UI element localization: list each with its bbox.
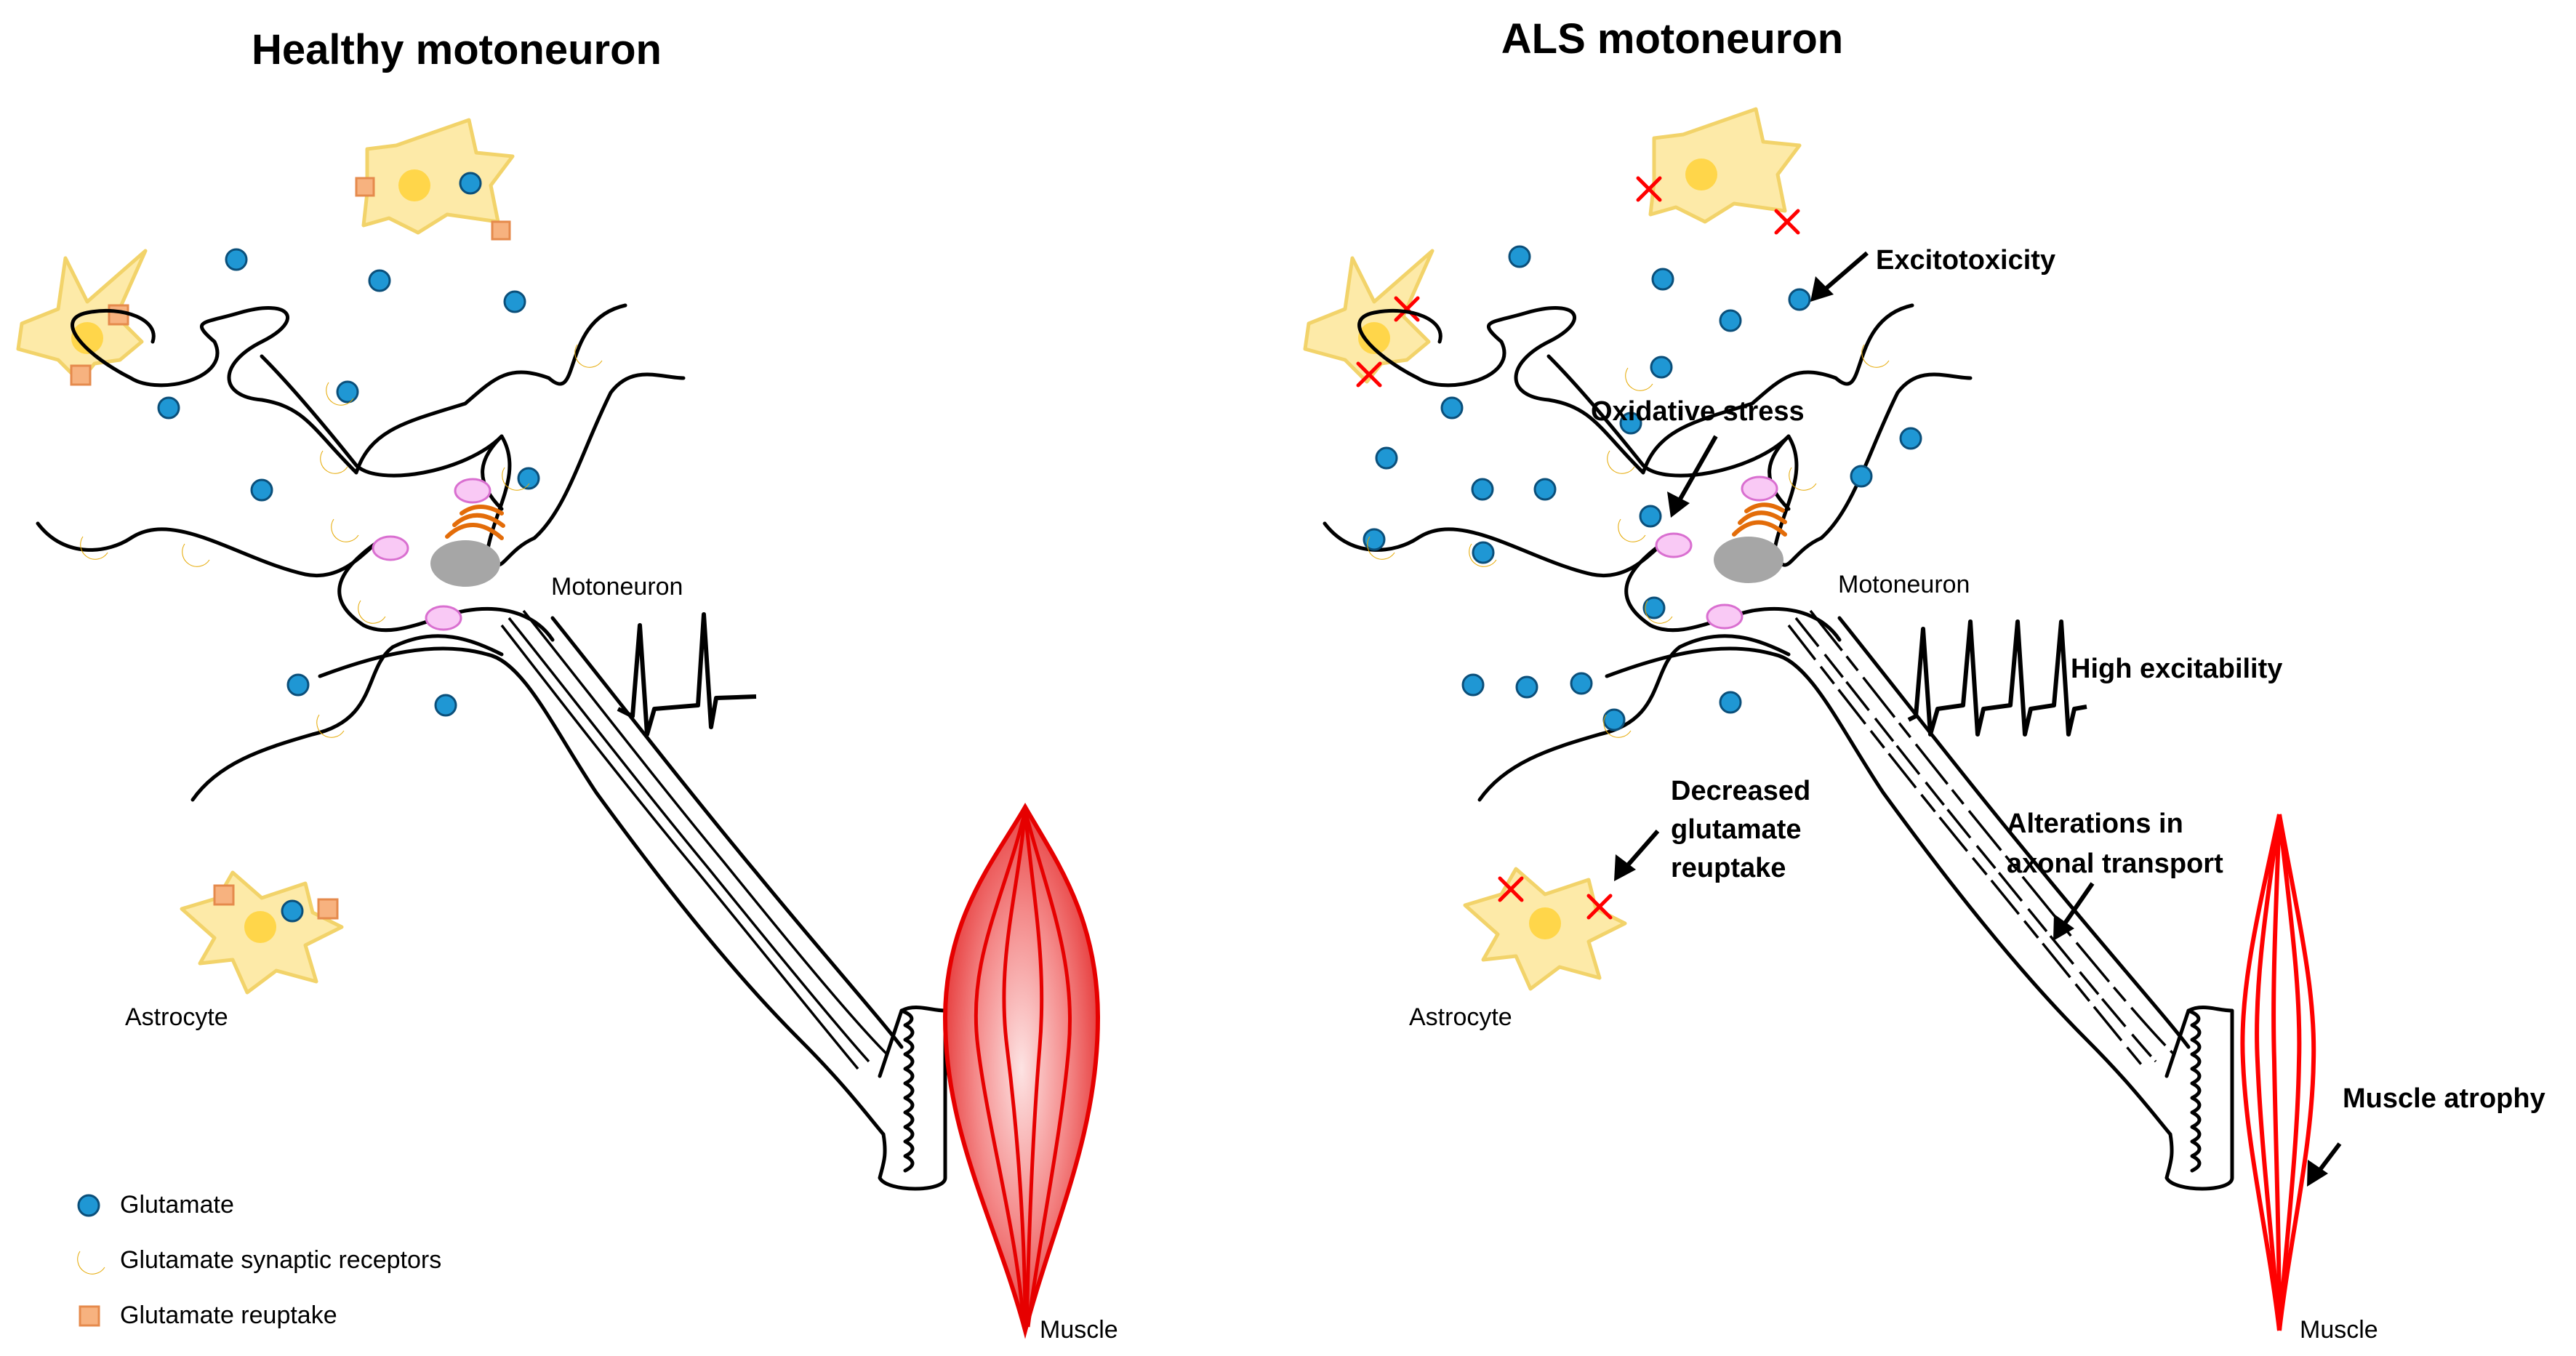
golgi-icon: [445, 505, 505, 540]
muscle-label: Muscle: [1040, 1316, 1118, 1344]
nucleus: [1714, 537, 1783, 583]
high-excitability-trace: [1907, 619, 2087, 737]
arrow-icon: [2307, 1142, 2342, 1187]
excitotoxicity-label: Excitotoxicity: [1876, 245, 2055, 276]
astrocyte-left: [16, 249, 148, 386]
action-potential-trace: [617, 612, 757, 737]
mitochondrion: [372, 535, 409, 561]
healthy-muscle: [942, 802, 1101, 1339]
neuron-label: Motoneuron: [1838, 571, 1970, 598]
decreased-reuptake-label-line3: reuptake: [1671, 853, 1786, 883]
high-excitability-label: High excitability: [2071, 654, 2282, 684]
decreased-reuptake-label-line1: Decreased: [1671, 776, 1810, 806]
astrocyte-top: [1636, 107, 1802, 235]
impairment-x-icon: [1774, 209, 1800, 235]
astrocyte-bottom: [180, 870, 344, 995]
legend-label-receptors: Glutamate synaptic receptors: [120, 1246, 441, 1274]
astrocyte-top: [355, 118, 515, 241]
arrow-icon: [1667, 435, 1718, 518]
arrow-icon: [1614, 830, 1660, 881]
mitochondrion: [1706, 603, 1744, 630]
astrocyte-bottom: [1463, 867, 1627, 991]
impairment-x-icon: [1586, 894, 1613, 920]
muscle-atrophy-label: Muscle atrophy: [2343, 1083, 2545, 1114]
glutamate-dots: [157, 248, 540, 717]
glutamate-dots: [1363, 245, 1922, 731]
mitochondrion: [454, 478, 491, 504]
axonal-transport-label-line1: Alterations in: [2007, 809, 2183, 839]
neuron-outline: [71, 303, 686, 567]
healthy-panel-title: Healthy motoneuron: [252, 26, 662, 73]
decreased-reuptake-label-line2: glutamate: [1671, 814, 1801, 845]
nucleus: [430, 540, 500, 587]
astrocyte-label: Astrocyte: [125, 1003, 228, 1031]
legend-label-reuptake: Glutamate reuptake: [120, 1301, 337, 1329]
mitochondrion: [1741, 476, 1778, 502]
neuron-outline: [1357, 303, 1973, 567]
golgi-icon: [1732, 502, 1787, 537]
impairment-x-icon: [1394, 296, 1420, 322]
impairment-x-icon: [1498, 876, 1524, 902]
als-panel: ALS motoneuron Astrocyte: [1303, 15, 2545, 1344]
healthy-panel: Healthy motoneuron Astrocyte: [16, 26, 1118, 1344]
impairment-x-icon: [1356, 361, 1382, 388]
oxidative-stress-label: Oxidative stress: [1591, 396, 1805, 427]
als-panel-title: ALS motoneuron: [1501, 15, 1843, 63]
axonal-transport-label-line2: axonal transport: [2007, 848, 2223, 879]
reuptake-square-icon: [79, 1305, 100, 1327]
impairment-x-icon: [1636, 176, 1662, 202]
arrow-icon: [1810, 251, 1869, 302]
mitochondrion: [1655, 532, 1693, 558]
neuron-label: Motoneuron: [551, 573, 683, 601]
astrocyte-left: [1303, 249, 1435, 388]
receptor-crescent-icon: [77, 1251, 105, 1275]
atrophied-muscle: [2240, 814, 2316, 1331]
legend-label-glutamate: Glutamate: [120, 1191, 234, 1219]
mitochondrion: [425, 605, 462, 631]
muscle-label: Muscle: [2300, 1316, 2378, 1344]
glutamate-dot-icon: [77, 1194, 100, 1217]
astrocyte-label: Astrocyte: [1409, 1003, 1512, 1031]
arrow-icon: [2053, 882, 2095, 941]
legend: Glutamate Glutamate synaptic receptors G…: [77, 1191, 441, 1329]
